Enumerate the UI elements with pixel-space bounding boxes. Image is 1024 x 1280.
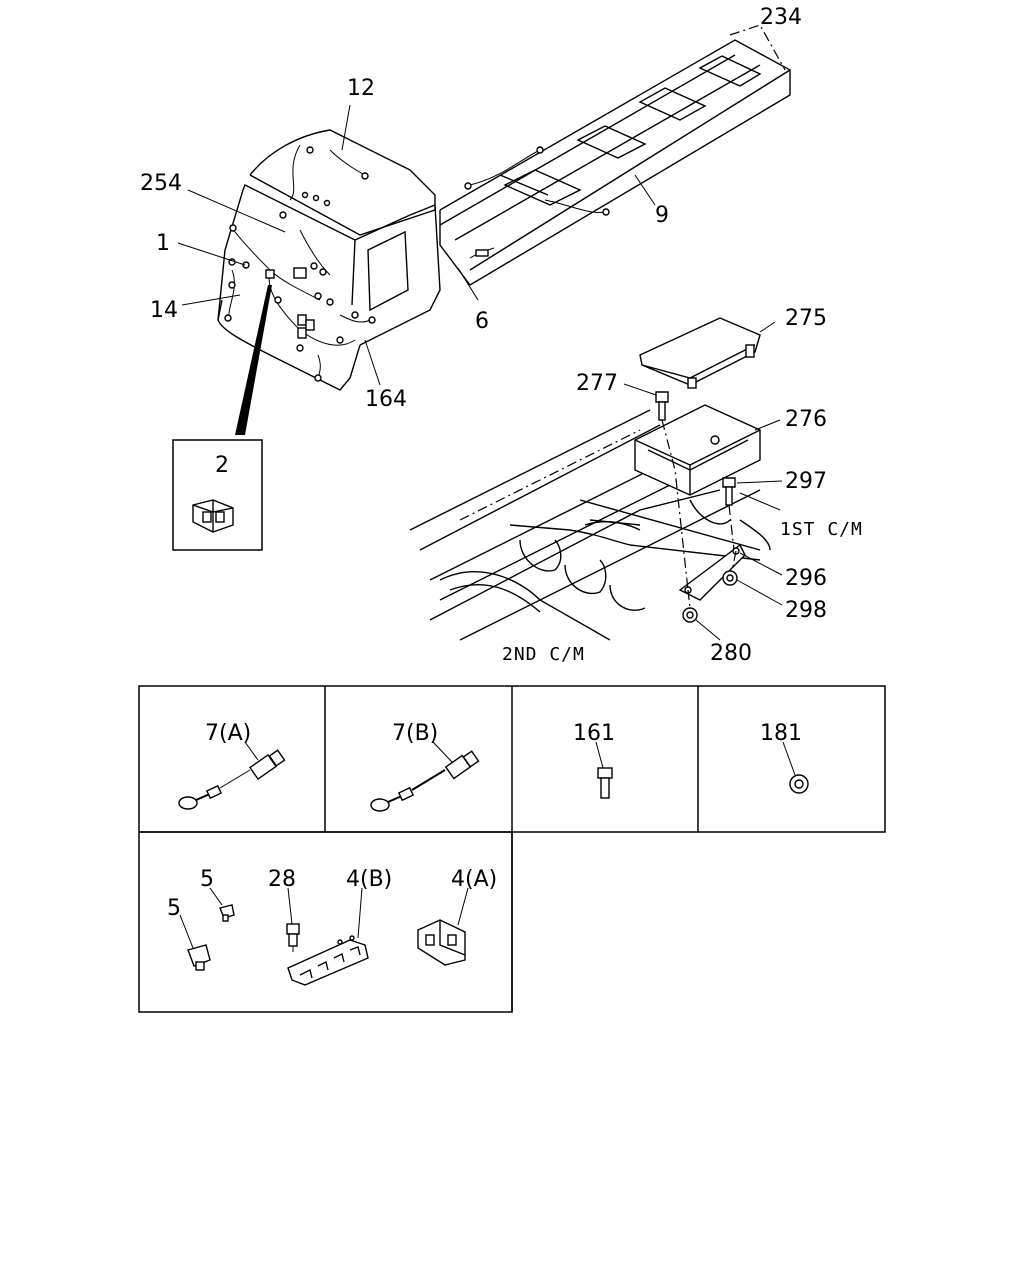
callout-234: 234	[760, 5, 802, 30]
cable-7a-drawing	[178, 749, 286, 810]
callout-280: 280	[710, 641, 752, 666]
callout-298: 298	[785, 598, 827, 623]
label-1st-cm: 1ST C/M	[780, 519, 863, 540]
holder-4a-drawing	[417, 919, 466, 966]
parts-table	[138, 685, 886, 1013]
callout-277: 277	[576, 371, 618, 396]
fuse-box-assembly	[409, 317, 783, 641]
callout-254: 254	[140, 171, 182, 196]
table-label-4b: 4(B)	[346, 867, 392, 892]
bolt-161-drawing	[597, 767, 613, 799]
connector-detail-box	[172, 439, 263, 551]
callout-6: 6	[475, 309, 489, 334]
table-label-7b: 7(B)	[392, 721, 438, 746]
nut-181-drawing	[789, 774, 809, 794]
callout-2: 2	[215, 453, 229, 478]
callout-labels: 234 12 254 1 9 14 6 164 275 277 276 297 …	[140, 5, 863, 921]
chassis-frame	[439, 24, 792, 301]
callout-14: 14	[150, 298, 178, 323]
label-2nd-cm: 2ND C/M	[502, 644, 585, 665]
clip-5-drawing	[187, 904, 235, 971]
table-label-28: 28	[268, 867, 296, 892]
table-label-5-lower: 5	[167, 896, 181, 921]
table-label-181: 181	[760, 721, 802, 746]
callout-275: 275	[785, 306, 827, 331]
callout-296: 296	[785, 566, 827, 591]
callout-164: 164	[365, 387, 407, 412]
table-label-4a: 4(A)	[451, 867, 497, 892]
table-label-7a: 7(A)	[205, 721, 251, 746]
cab-body	[177, 104, 441, 435]
callout-276: 276	[785, 407, 827, 432]
callout-9: 9	[655, 203, 669, 228]
table-label-5-upper: 5	[200, 867, 214, 892]
callout-1: 1	[156, 231, 170, 256]
screw-28-drawing	[286, 923, 300, 952]
table-label-161: 161	[573, 721, 615, 746]
cable-7b-drawing	[370, 750, 480, 812]
holder-4b-drawing	[287, 935, 369, 986]
callout-297: 297	[785, 469, 827, 494]
callout-12: 12	[347, 76, 375, 101]
